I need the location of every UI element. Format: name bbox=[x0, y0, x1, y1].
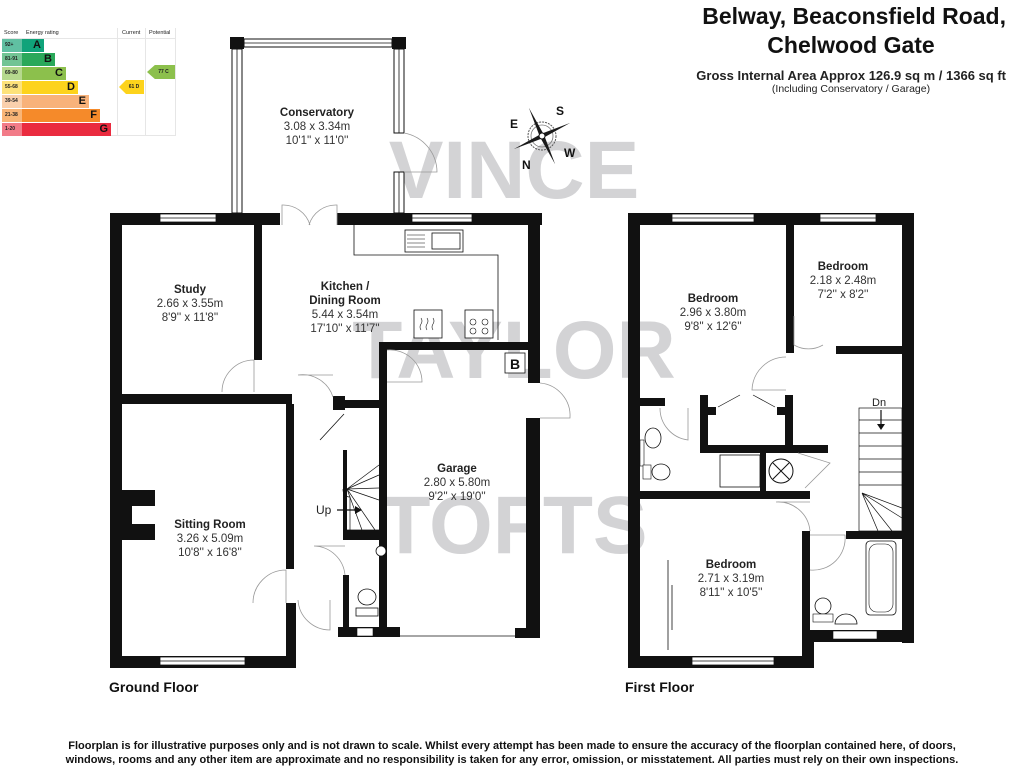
svg-text:Dining Room: Dining Room bbox=[309, 295, 381, 307]
epc-header-potential: Potential bbox=[149, 30, 171, 36]
area-note: (Including Conservatory / Garage) bbox=[771, 83, 931, 95]
room-kitchen-dining: Kitchen / Dining Room 5.44 x 3.54m 17'10… bbox=[309, 281, 381, 335]
room-conservatory: Conservatory 3.08 x 3.34m 10'1'' x 11'0'… bbox=[280, 107, 355, 147]
svg-text:Sitting Room: Sitting Room bbox=[174, 519, 246, 531]
watermark-line3: TOFTS bbox=[380, 480, 647, 571]
room-bedroom-1: Bedroom 2.96 x 3.80m 9'8'' x 12'6'' bbox=[680, 293, 746, 333]
epc-header-rating: Energy rating bbox=[26, 30, 59, 36]
svg-text:2.18 x 2.48m: 2.18 x 2.48m bbox=[810, 275, 876, 287]
first-floor-labels: Bedroom 2.96 x 3.80m 9'8'' x 12'6'' Bedr… bbox=[680, 261, 876, 599]
svg-text:17'10'' x 11'7'': 17'10'' x 11'7'' bbox=[310, 323, 379, 335]
ground-floor-labels: Conservatory 3.08 x 3.34m 10'1'' x 11'0'… bbox=[157, 107, 490, 559]
svg-text:2.71 x 3.19m: 2.71 x 3.19m bbox=[698, 573, 764, 585]
svg-text:2.96 x 3.80m: 2.96 x 3.80m bbox=[680, 307, 746, 319]
svg-text:N: N bbox=[522, 158, 531, 172]
stairs-down-label: Dn bbox=[872, 397, 886, 409]
svg-text:10'8'' x 16'8'': 10'8'' x 16'8'' bbox=[178, 547, 242, 559]
room-garage: Garage 2.80 x 5.80m 9'2'' x 19'0'' bbox=[424, 463, 490, 503]
first-floor-label: First Floor bbox=[625, 679, 695, 695]
epc-current-rating: 61 D bbox=[119, 80, 144, 94]
disclaimer: Floorplan is for illustrative purposes o… bbox=[0, 739, 1024, 767]
svg-text:5.44 x 3.54m: 5.44 x 3.54m bbox=[312, 309, 378, 321]
svg-text:2.80 x 5.80m: 2.80 x 5.80m bbox=[424, 477, 490, 489]
svg-text:Study: Study bbox=[174, 284, 207, 296]
disclaimer-line1: Floorplan is for illustrative purposes o… bbox=[68, 740, 956, 752]
ground-floor-plan: Up B bbox=[110, 37, 571, 668]
epc-header-score: Score bbox=[4, 30, 19, 36]
svg-text:9'8'' x 12'6'': 9'8'' x 12'6'' bbox=[684, 321, 741, 333]
epc-header-current: Current bbox=[122, 30, 141, 36]
svg-text:2.66 x 3.55m: 2.66 x 3.55m bbox=[157, 298, 223, 310]
watermark-line1: VINCE bbox=[389, 125, 640, 216]
svg-text:10'1'' x 11'0'': 10'1'' x 11'0'' bbox=[286, 135, 349, 147]
watermark: VINCE TAYLOR TOFTS bbox=[352, 125, 675, 571]
compass-icon: S E W N bbox=[510, 104, 576, 172]
svg-text:Conservatory: Conservatory bbox=[280, 107, 355, 119]
svg-text:3.08 x 3.34m: 3.08 x 3.34m bbox=[284, 121, 350, 133]
ground-floor-label: Ground Floor bbox=[109, 679, 199, 695]
svg-text:W: W bbox=[564, 146, 576, 160]
disclaimer-line2: windows, rooms and any other item are ap… bbox=[65, 754, 959, 766]
first-floor-plan: Dn bbox=[628, 213, 914, 668]
svg-text:S: S bbox=[556, 104, 564, 118]
room-study: Study 2.66 x 3.55m 8'9'' x 11'8'' bbox=[157, 284, 223, 324]
property-header: Belway, Beaconsfield Road, Chelwood Gate… bbox=[636, 2, 1006, 95]
svg-text:7'2'' x 8'2'': 7'2'' x 8'2'' bbox=[818, 289, 869, 301]
boiler-label: B bbox=[510, 356, 520, 372]
svg-text:8'9'' x 11'8'': 8'9'' x 11'8'' bbox=[162, 312, 218, 324]
svg-text:Bedroom: Bedroom bbox=[706, 559, 756, 571]
svg-text:9'2'' x 19'0'': 9'2'' x 19'0'' bbox=[428, 491, 485, 503]
room-sitting-room: Sitting Room 3.26 x 5.09m 10'8'' x 16'8'… bbox=[174, 519, 246, 559]
svg-text:Kitchen /: Kitchen / bbox=[321, 281, 370, 293]
stairs-up-label: Up bbox=[316, 503, 332, 517]
gross-internal-area: Gross Internal Area Approx 126.9 sq m / … bbox=[696, 68, 1006, 83]
room-bedroom-2: Bedroom 2.18 x 2.48m 7'2'' x 8'2'' bbox=[810, 261, 876, 301]
property-title-line1: Belway, Beaconsfield Road, bbox=[702, 3, 1006, 29]
epc-potential-rating: 77 C bbox=[147, 65, 175, 79]
svg-text:3.26 x 5.09m: 3.26 x 5.09m bbox=[177, 533, 243, 545]
watermark-line2: TAYLOR bbox=[352, 305, 675, 396]
svg-text:8'11'' x 10'5'': 8'11'' x 10'5'' bbox=[700, 587, 763, 599]
svg-text:Garage: Garage bbox=[437, 463, 477, 475]
svg-text:Bedroom: Bedroom bbox=[818, 261, 868, 273]
svg-text:E: E bbox=[510, 117, 518, 131]
property-title-line2: Chelwood Gate bbox=[767, 32, 935, 58]
svg-text:Bedroom: Bedroom bbox=[688, 293, 738, 305]
epc-chart: Score Energy rating Current Potential 92… bbox=[2, 28, 176, 136]
room-bedroom-3: Bedroom 2.71 x 3.19m 8'11'' x 10'5'' bbox=[698, 559, 764, 599]
